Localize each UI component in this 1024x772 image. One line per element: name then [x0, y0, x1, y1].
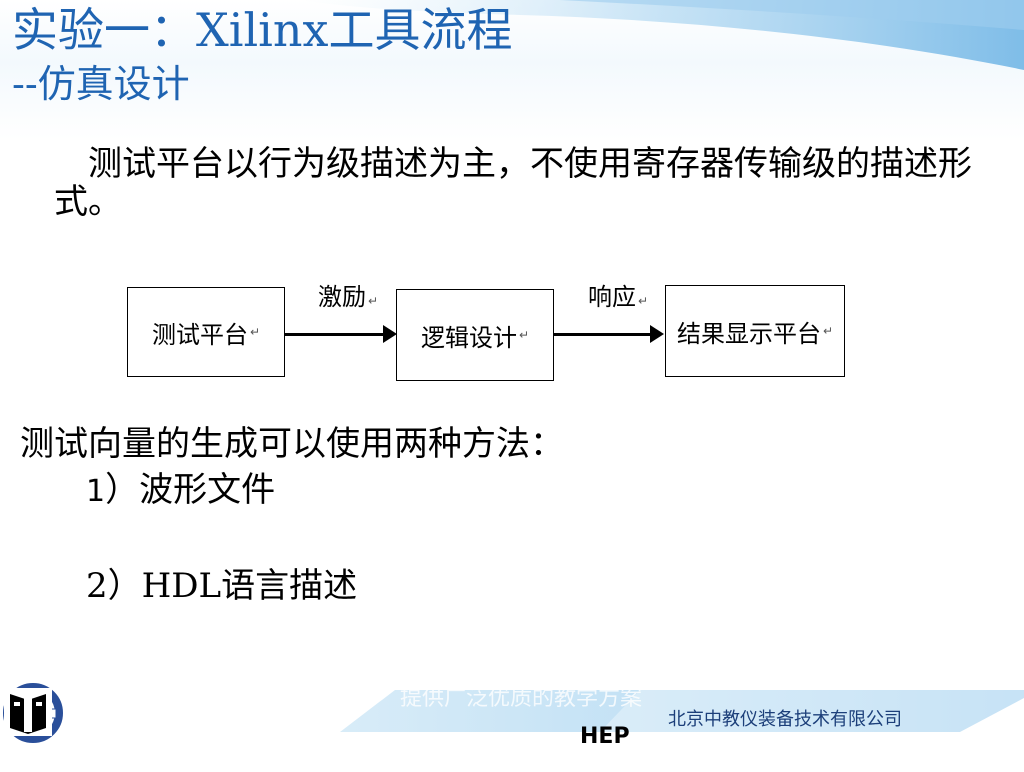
paragraph-mark-icon: ↵ — [249, 325, 261, 339]
hep-logo-text: HEP — [580, 724, 630, 749]
box-test-platform-label: 测试平台 — [151, 320, 248, 349]
paragraph-mark-icon: ↵ — [822, 324, 834, 338]
edge-label-response: 响应↵ — [588, 277, 648, 312]
header-background — [0, 0, 1024, 140]
footer-company-name: 北京中教仪装备技术有限公司 — [668, 709, 902, 730]
hep-logo — [4, 688, 52, 736]
slide-title: 实验一：Xilinx工具流程 — [12, 3, 513, 57]
intro-paragraph: 测试平台以行为级描述为主，不使用寄存器传输级的描述形式。 — [54, 144, 972, 222]
box-logic-design-label: 逻辑设计 — [420, 323, 517, 352]
paragraph-mark-icon: ↵ — [518, 328, 530, 342]
slide-subtitle: --仿真设计 — [12, 62, 190, 106]
paragraph-mark-icon: ↵ — [638, 294, 649, 308]
edge-label-stimulus-text: 激励 — [318, 283, 366, 311]
method-number: 2 — [86, 566, 108, 606]
methods-heading: 测试向量的生成可以使用两种方法： — [20, 424, 564, 464]
edge-label-response-text: 响应 — [588, 283, 636, 311]
edge-label-stimulus: 激励↵ — [318, 277, 378, 312]
arrow-response — [554, 325, 664, 343]
box-logic-design: 逻辑设计↵ — [396, 289, 554, 381]
paragraph-mark-icon: ↵ — [368, 294, 379, 308]
footer-slogan: 提供广泛优质的教学方案 — [400, 686, 643, 711]
box-test-platform: 测试平台↵ — [127, 287, 285, 377]
method-text: ）波形文件 — [105, 470, 276, 510]
header-swoosh — [300, 0, 1024, 70]
method-item: 2）HDL语言描述 — [86, 566, 357, 606]
footer: 提供广泛优质的教学方案 HEP 北京中教仪装备技术有限公司 — [0, 680, 1024, 768]
flow-diagram: 测试平台↵ 激励↵ 逻辑设计↵ 响应↵ 结果显示平台↵ — [0, 270, 1024, 390]
arrow-stimulus — [285, 325, 397, 343]
box-result-display-label: 结果显示平台 — [676, 319, 821, 348]
method-number: 1 — [86, 474, 106, 509]
footer-banner — [340, 690, 1024, 732]
method-text: ）HDL语言描述 — [107, 566, 358, 606]
method-item: 1）波形文件 — [86, 470, 275, 512]
box-result-display: 结果显示平台↵ — [665, 285, 845, 377]
